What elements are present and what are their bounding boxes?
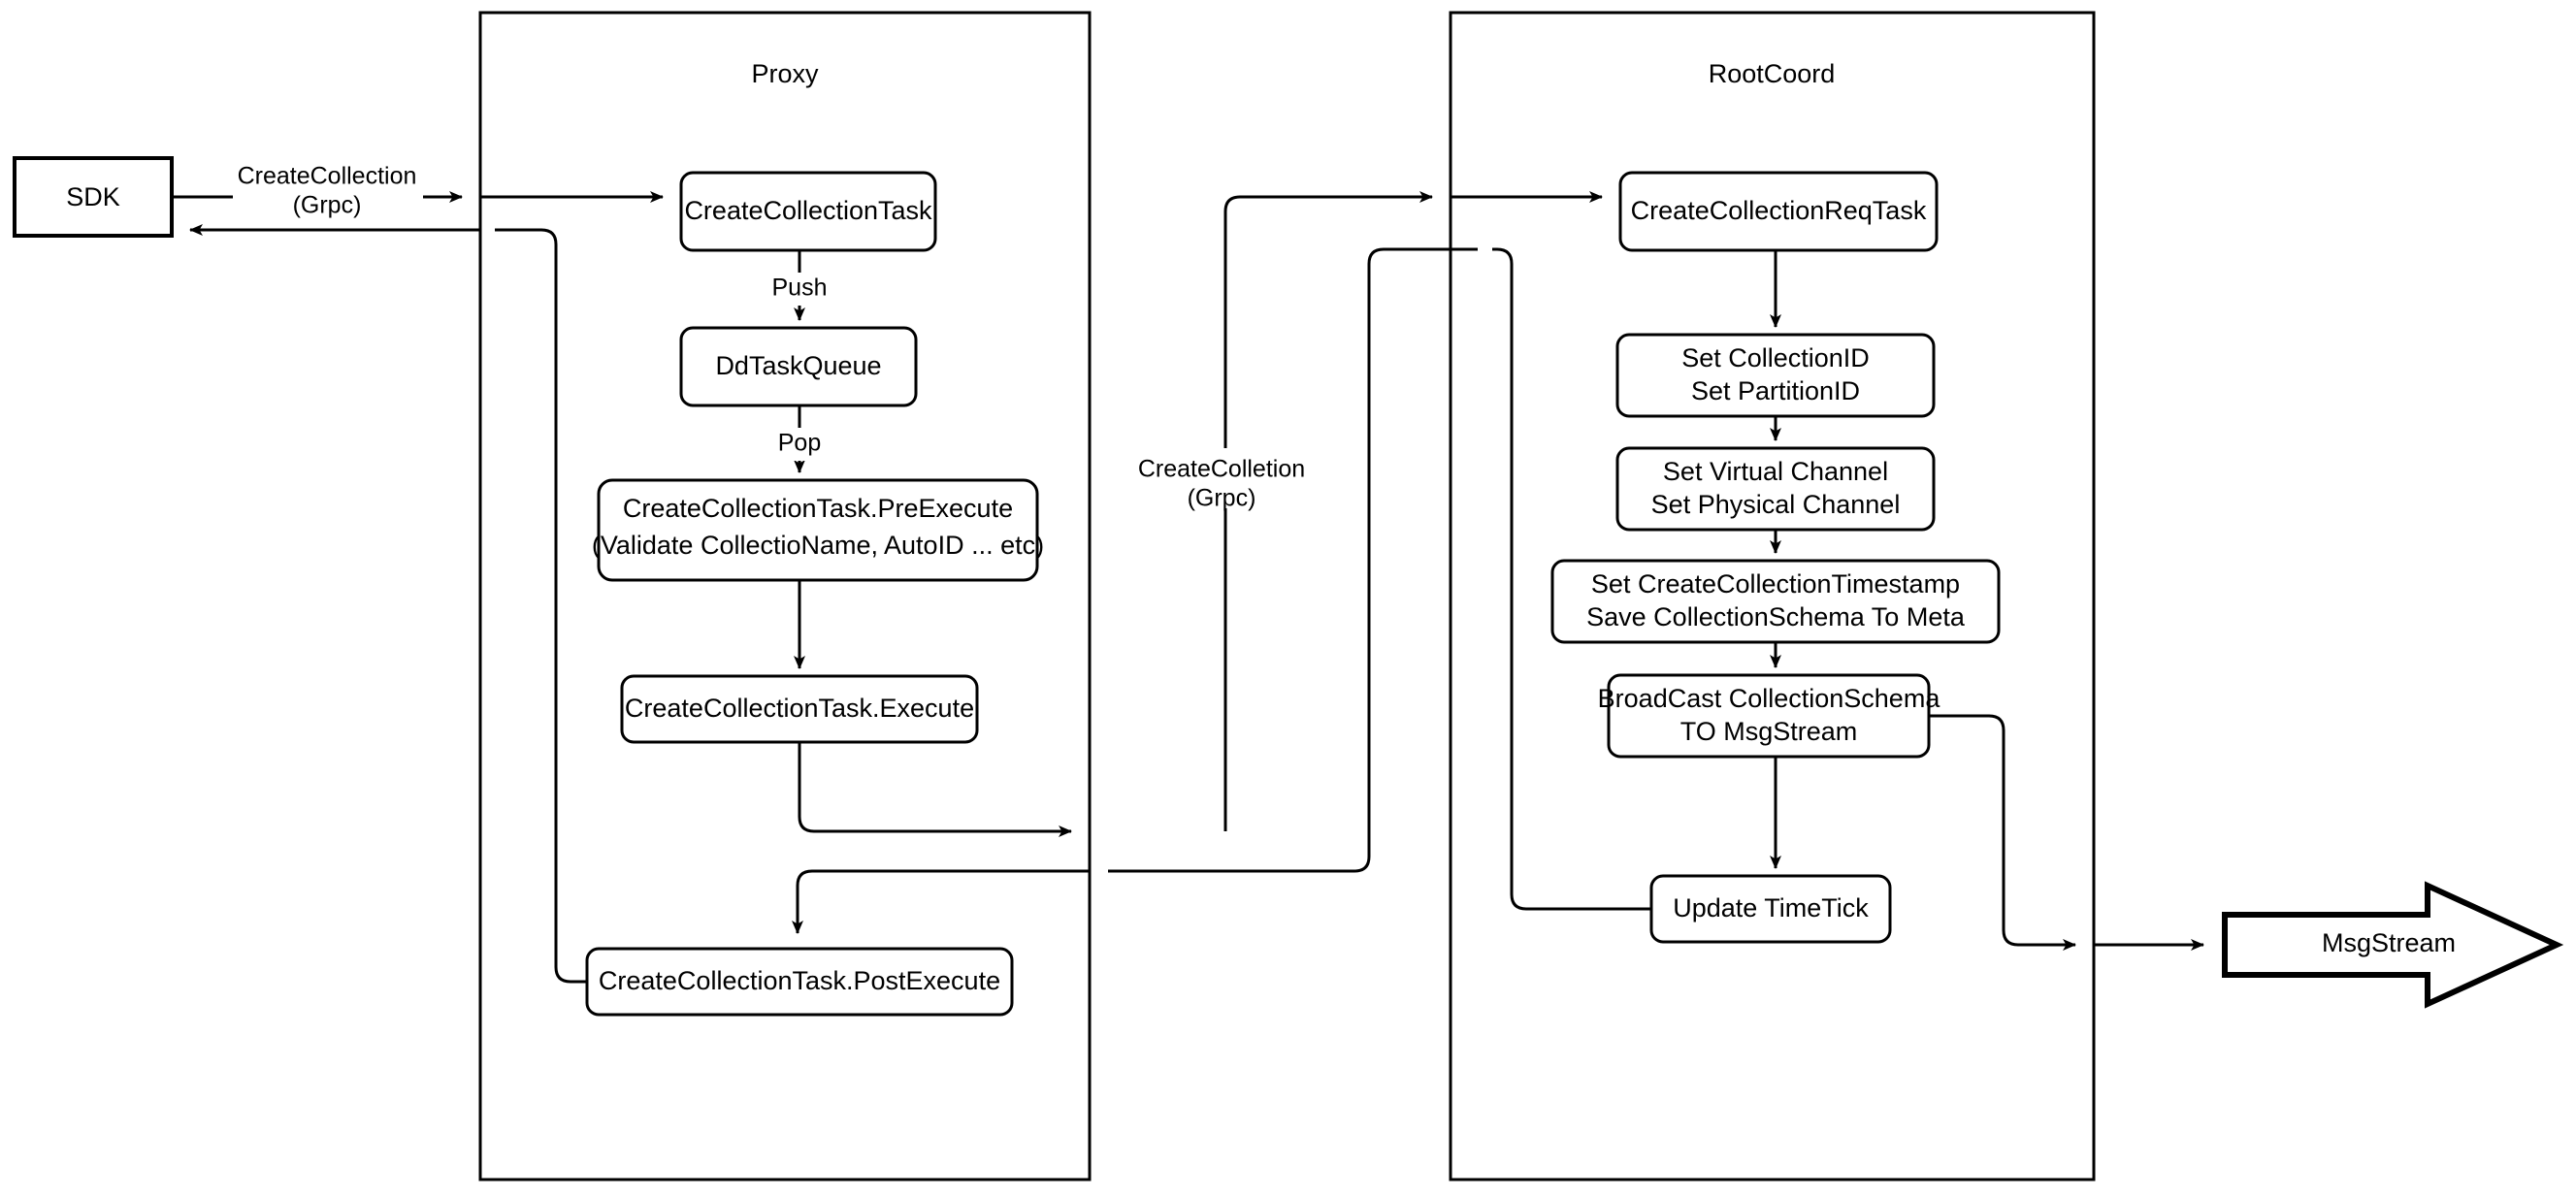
node-pre-execute-label-line2: (Validate CollectioName, AutoID ... etc) [592, 531, 1044, 560]
edge-label-push: Push [765, 273, 834, 306]
edge-label-push-text: Push [772, 275, 828, 302]
node-broadcast-label-line2: TO MsgStream [1680, 717, 1858, 746]
node-set-channel-label-line2: Set Physical Channel [1651, 490, 1901, 519]
node-create-collection-task-label: CreateCollectionTask [684, 196, 932, 225]
node-set-channel[interactable]: Set Virtual Channel Set Physical Channel [1615, 446, 1936, 532]
edge-label-sdk-to-proxy-line1: CreateCollection [238, 163, 417, 190]
edge-postexecute-to-return [495, 228, 587, 984]
node-create-collection-req-task-label: CreateCollectionReqTask [1631, 196, 1927, 225]
panel-rootcoord-label: RootCoord [1709, 59, 1836, 88]
edge-label-sdk-to-proxy: CreateCollection (Grpc) [233, 155, 423, 219]
node-dd-task-queue[interactable]: DdTaskQueue [679, 326, 918, 407]
node-execute-label: CreateCollectionTask.Execute [625, 694, 974, 723]
node-update-timetick-label: Update TimeTick [1673, 893, 1869, 922]
node-execute[interactable]: CreateCollectionTask.Execute [620, 674, 979, 744]
node-sdk-label: SDK [66, 182, 120, 211]
edge-label-pop-text: Pop [778, 430, 821, 457]
edge-label-sdk-to-proxy-line2: (Grpc) [293, 192, 362, 219]
edge-label-proxy-to-rootcoord-line1: CreateColletion [1138, 456, 1305, 483]
node-post-execute[interactable]: CreateCollectionTask.PostExecute [585, 947, 1014, 1017]
node-post-execute-label: CreateCollectionTask.PostExecute [599, 966, 1000, 995]
edge-timetick-to-response [1492, 247, 1651, 911]
edge-broadcast-to-msgstream [1929, 714, 2076, 951]
node-pre-execute-label-line1: CreateCollectionTask.PreExecute [623, 494, 1013, 523]
node-pre-execute[interactable]: CreateCollectionTask.PreExecute (Validat… [592, 478, 1044, 582]
node-set-channel-label-line1: Set Virtual Channel [1663, 457, 1888, 486]
node-update-timetick[interactable]: Update TimeTick [1649, 874, 1892, 944]
node-broadcast[interactable]: BroadCast CollectionSchema TO MsgStream [1598, 673, 1941, 759]
node-set-timestamp-label-line2: Save CollectionSchema To Meta [1586, 602, 1966, 631]
edge-grpc-request-riser [1223, 191, 1433, 831]
node-msgstream[interactable]: MsgStream [2222, 881, 2564, 1009]
node-broadcast-label-line1: BroadCast CollectionSchema [1598, 684, 1941, 713]
edge-label-pop: Pop [768, 428, 831, 461]
node-sdk[interactable]: SDK [13, 156, 174, 238]
edge-grpc-response-into-proxy [792, 869, 1090, 934]
edge-label-proxy-to-rootcoord-line2: (Grpc) [1188, 485, 1256, 512]
node-create-collection-task[interactable]: CreateCollectionTask [679, 171, 937, 252]
edge-label-proxy-to-rootcoord: CreateColletion (Grpc) [1135, 448, 1310, 512]
node-create-collection-req-task[interactable]: CreateCollectionReqTask [1618, 171, 1939, 252]
panel-proxy-label: Proxy [751, 59, 819, 88]
node-set-collection-id-label-line2: Set PartitionID [1691, 376, 1860, 405]
node-set-timestamp[interactable]: Set CreateCollectionTimestamp Save Colle… [1550, 559, 2001, 644]
node-set-collection-id-label-line1: Set CollectionID [1681, 343, 1870, 372]
edge-grpc-response-riser [1108, 247, 1478, 873]
node-set-collection-id[interactable]: Set CollectionID Set PartitionID [1615, 333, 1936, 418]
node-msgstream-label: MsgStream [2322, 928, 2456, 957]
edge-execute-to-rootcoord [798, 742, 1072, 837]
node-set-timestamp-label-line1: Set CreateCollectionTimestamp [1591, 569, 1960, 598]
node-dd-task-queue-label: DdTaskQueue [715, 351, 881, 380]
